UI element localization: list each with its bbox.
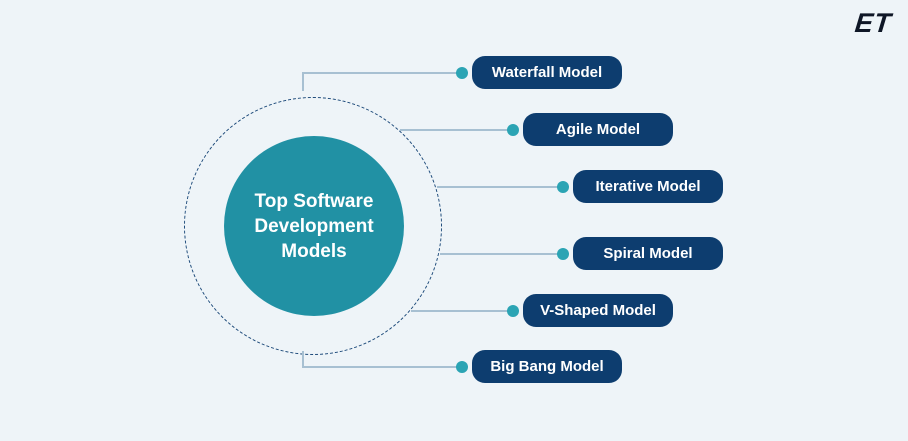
model-box-waterfall: Waterfall Model	[472, 56, 622, 89]
dot-waterfall	[456, 67, 468, 79]
connector-waterfall-vertical	[302, 72, 304, 91]
dot-spiral	[557, 248, 569, 260]
model-box-big-bang: Big Bang Model	[472, 350, 622, 383]
center-title-line-3: Models	[281, 240, 347, 262]
model-box-agile: Agile Model	[523, 113, 673, 146]
connector-waterfall-horizontal	[302, 72, 458, 74]
et-logo: ET	[853, 8, 894, 38]
center-circle: Top Software Development Models	[224, 136, 404, 316]
model-box-v-shaped: V-Shaped Model	[523, 294, 673, 327]
dot-big-bang	[456, 361, 468, 373]
connector-spiral	[440, 253, 559, 255]
center-title-line-2: Development	[254, 215, 374, 237]
connector-iterative	[437, 186, 559, 188]
center-title-line-1: Top Software	[254, 190, 374, 212]
dot-agile	[507, 124, 519, 136]
dashed-ring	[184, 97, 442, 355]
connector-agile	[400, 129, 509, 131]
dot-v-shaped	[507, 305, 519, 317]
model-box-iterative: Iterative Model	[573, 170, 723, 203]
connector-big-bang-horizontal	[302, 366, 458, 368]
dot-iterative	[557, 181, 569, 193]
connector-big-bang-vertical	[302, 351, 304, 368]
model-box-spiral: Spiral Model	[573, 237, 723, 270]
connector-v-shaped	[411, 310, 509, 312]
